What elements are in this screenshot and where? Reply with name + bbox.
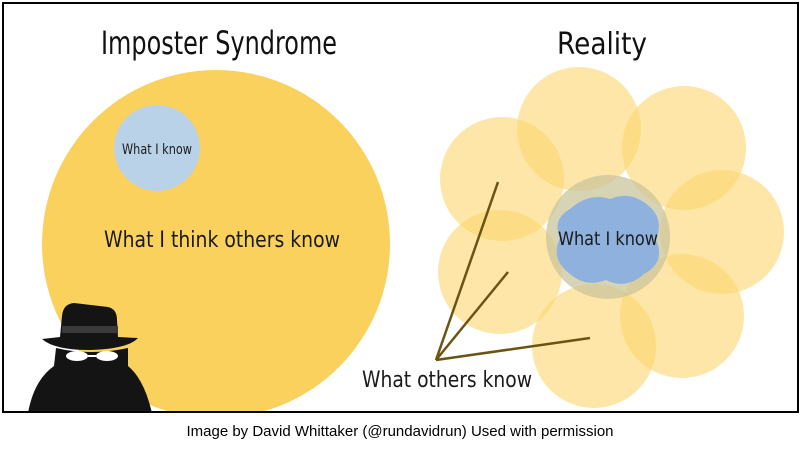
what-i-know-small-label: What I know (122, 142, 192, 158)
reality-title: Reality (557, 27, 647, 62)
reality-what-i-know-label: What I know (558, 228, 658, 250)
pointer-lines (434, 181, 591, 362)
petal (440, 117, 564, 241)
what-i-think-others-know-label: What I think others know (104, 228, 340, 253)
pointer-line (435, 336, 591, 362)
what-others-know-label: What others know (362, 368, 532, 393)
petal (438, 210, 562, 334)
spy-icon (28, 303, 152, 411)
what-i-know-circle (114, 105, 200, 191)
diagram-frame: Imposter Syndrome What I know What I thi… (2, 2, 799, 413)
imposter-title: Imposter Syndrome (101, 24, 337, 62)
image-caption: Image by David Whittaker (@rundavidrun) … (186, 423, 614, 440)
pointer-line (434, 181, 500, 361)
reality-what-i-know-region (556, 195, 660, 284)
diagram-canvas: Imposter Syndrome What I know What I thi… (28, 24, 784, 411)
pointer-line (435, 271, 509, 361)
others-knowledge-flower (438, 67, 784, 408)
petal (532, 284, 656, 408)
